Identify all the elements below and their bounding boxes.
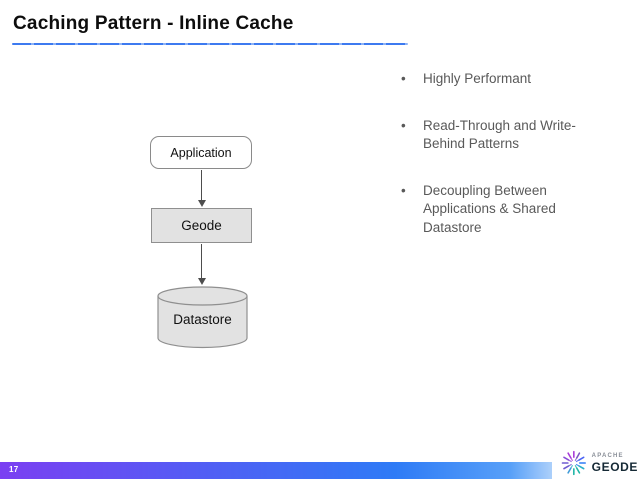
bullet-icon: • — [401, 71, 406, 86]
application-node-label: Application — [170, 145, 232, 160]
apache-geode-logo: APACHE GEODE — [552, 447, 638, 479]
title-underline — [12, 43, 408, 45]
bullet-icon: • — [401, 182, 406, 198]
application-node: Application — [150, 136, 252, 169]
logo-geode-text: GEODE — [591, 459, 638, 474]
bullet-icon: • — [401, 117, 406, 133]
geode-node: Geode — [151, 208, 252, 243]
datastore-cylinder-icon — [157, 286, 248, 349]
arrowhead-geode-to-datastore — [197, 278, 206, 285]
bullet-text: Read-Through and Write-Behind Patterns — [423, 117, 576, 152]
bullet-text: Decoupling Between Applications & Shared… — [423, 182, 556, 235]
geode-starburst-icon — [561, 450, 586, 476]
bullet-list: • Highly Performant • Read-Through and W… — [401, 70, 619, 265]
arrowhead-application-to-geode — [197, 200, 206, 207]
logo-wordmark: APACHE GEODE — [592, 453, 638, 474]
arrow-application-to-geode — [201, 170, 202, 200]
list-item: • Read-Through and Write-Behind Patterns — [401, 117, 619, 154]
datastore-node-label: Datastore — [173, 311, 232, 327]
page-number: 17 — [9, 465, 19, 474]
bullet-text: Highly Performant — [423, 71, 532, 86]
datastore-node: Datastore — [157, 305, 248, 333]
list-item: • Decoupling Between Applications & Shar… — [401, 182, 619, 238]
arrow-geode-to-datastore — [201, 244, 202, 278]
slide-title: Caching Pattern - Inline Cache — [13, 13, 294, 34]
list-item: • Highly Performant — [401, 70, 619, 89]
logo-apache-text: APACHE — [591, 452, 624, 459]
footer-gradient-bar — [0, 462, 638, 479]
geode-node-label: Geode — [181, 218, 222, 233]
